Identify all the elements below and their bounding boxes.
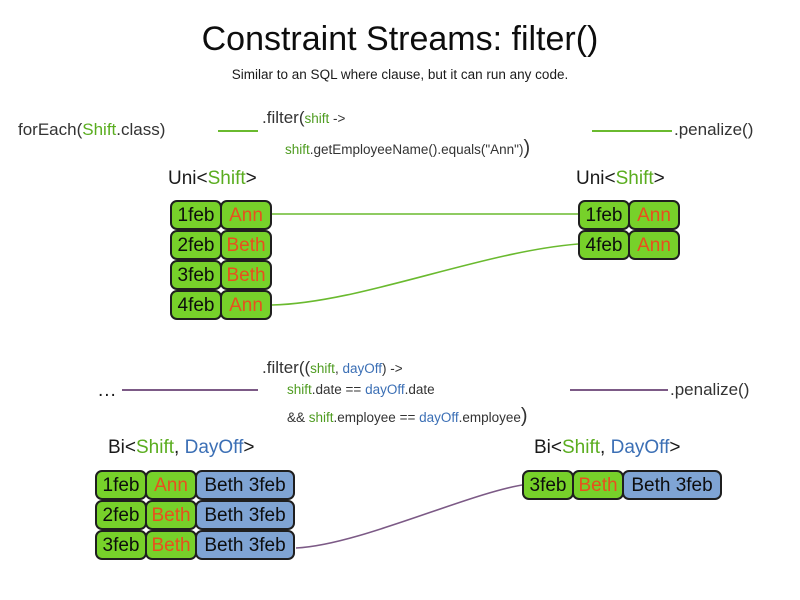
fact-cell-employee: Ann bbox=[145, 470, 197, 500]
fact-cell-employee: Beth bbox=[220, 230, 272, 260]
bi-filter-line3: && shift.employee == dayOff.employee) bbox=[287, 405, 528, 428]
bi-output-label-generic2: DayOff bbox=[610, 437, 670, 458]
uni-output-label-prefix: Uni< bbox=[576, 168, 616, 189]
bi-line2-var-dayoff: dayOff bbox=[365, 382, 405, 397]
bi-input-type-label: Bi<Shift, DayOff> bbox=[108, 437, 254, 459]
fact-cell-employee: Ann bbox=[628, 230, 680, 260]
fact-cell-date: 1feb bbox=[578, 200, 630, 230]
bi-input-label-suffix: > bbox=[243, 437, 255, 458]
bi-line3-var-shift: shift bbox=[308, 410, 334, 425]
bi-filter-arrow: ) -> bbox=[381, 361, 403, 376]
bi-input-label-generic1: Shift bbox=[136, 437, 175, 458]
fact-cell-employee: Beth bbox=[572, 470, 624, 500]
uni-output-type-label: Uni<Shift> bbox=[576, 168, 665, 190]
bi-filter-close-paren: ) bbox=[520, 405, 528, 427]
fact-cell-employee: Ann bbox=[220, 290, 272, 320]
fact-cell-employee: Beth bbox=[145, 530, 197, 560]
uni-input-label-prefix: Uni< bbox=[168, 168, 208, 189]
fact-cell-date: 4feb bbox=[578, 230, 630, 260]
fact-cell-employee: Beth bbox=[220, 260, 272, 290]
flow-curve-4feb bbox=[271, 243, 579, 306]
bi-line3-var-dayoff: dayOff bbox=[419, 410, 459, 425]
bi-output-label-suffix: > bbox=[669, 437, 681, 458]
foreach-prefix: forEach( bbox=[18, 120, 83, 139]
bi-output-label-prefix: Bi< bbox=[534, 437, 562, 458]
fact-cell-dayoff: Beth 3feb bbox=[622, 470, 722, 500]
bi-line3-end: .employee bbox=[458, 410, 521, 425]
bi-line2-var-shift: shift bbox=[287, 382, 312, 397]
fact-cell-employee: Ann bbox=[628, 200, 680, 230]
uni-output-label-generic: Shift bbox=[615, 168, 654, 189]
bi-filter-param-shift: shift bbox=[310, 361, 335, 376]
fact-cell-employee: Ann bbox=[220, 200, 272, 230]
filter-body-rest: .getEmployeeName().equals("Ann") bbox=[309, 142, 524, 157]
filter-param-shift: shift bbox=[304, 111, 330, 126]
uni-input-type-label: Uni<Shift> bbox=[168, 168, 257, 190]
fact-cell-date: 2feb bbox=[170, 230, 222, 260]
fact-cell-date: 2feb bbox=[95, 500, 147, 530]
fact-cell-dayoff: Beth 3feb bbox=[195, 530, 295, 560]
uni-filter-line2: shift.getEmployeeName().equals("Ann")) bbox=[285, 137, 530, 160]
fact-cell-employee: Beth bbox=[145, 500, 197, 530]
fact-cell-dayoff: Beth 3feb bbox=[195, 500, 295, 530]
bi-input-label-prefix: Bi< bbox=[108, 437, 136, 458]
fact-cell-date: 3feb bbox=[95, 530, 147, 560]
uni-filter-line1: .filter(shift -> bbox=[262, 108, 345, 128]
page-subtitle: Similar to an SQL where clause, but it c… bbox=[231, 67, 569, 82]
fact-cell-date: 1feb bbox=[170, 200, 222, 230]
bi-source-ellipsis: ... bbox=[98, 380, 117, 401]
fact-cell-date: 4feb bbox=[170, 290, 222, 320]
bi-filter-line1: .filter((shift, dayOff) -> bbox=[262, 358, 403, 378]
filter-close-paren: ) bbox=[523, 137, 531, 159]
filter-head: .filter( bbox=[262, 108, 305, 127]
bi-output-label-generic1: Shift bbox=[562, 437, 601, 458]
bi-line3-and: && bbox=[287, 410, 309, 425]
fact-cell-date: 1feb bbox=[95, 470, 147, 500]
bi-filter-param-dayoff: dayOff bbox=[342, 361, 382, 376]
uni-input-label-generic: Shift bbox=[207, 168, 246, 189]
foreach-suffix: .class) bbox=[116, 120, 166, 139]
page-title: Constraint Streams: filter() bbox=[201, 20, 599, 58]
foreach-expression: forEach(Shift.class) bbox=[18, 120, 165, 140]
bi-line2-end: .date bbox=[404, 382, 435, 397]
bi-input-label-generic2: DayOff bbox=[184, 437, 244, 458]
fact-cell-dayoff: Beth 3feb bbox=[195, 470, 295, 500]
fact-cell-date: 3feb bbox=[170, 260, 222, 290]
flow-curve-3feb bbox=[295, 483, 529, 549]
bi-line3-mid: .employee == bbox=[333, 410, 420, 425]
filter-body-var: shift bbox=[285, 142, 310, 157]
uni-output-label-suffix: > bbox=[653, 168, 665, 189]
bi-output-label-comma: , bbox=[600, 437, 611, 458]
uni-input-label-suffix: > bbox=[245, 168, 257, 189]
fact-cell-date: 3feb bbox=[522, 470, 574, 500]
bi-filter-comma: , bbox=[334, 361, 343, 376]
bi-input-label-comma: , bbox=[174, 437, 185, 458]
filter-arrow: -> bbox=[329, 111, 346, 126]
uni-penalize-expression: .penalize() bbox=[674, 120, 754, 139]
bi-filter-line2: shift.date == dayOff.date bbox=[287, 382, 435, 397]
bi-line2-mid: .date == bbox=[311, 382, 366, 397]
bi-penalize-expression: .penalize() bbox=[670, 380, 750, 399]
bi-output-type-label: Bi<Shift, DayOff> bbox=[534, 437, 680, 459]
bi-filter-head: .filter(( bbox=[262, 358, 311, 377]
foreach-generic: Shift bbox=[82, 120, 117, 139]
